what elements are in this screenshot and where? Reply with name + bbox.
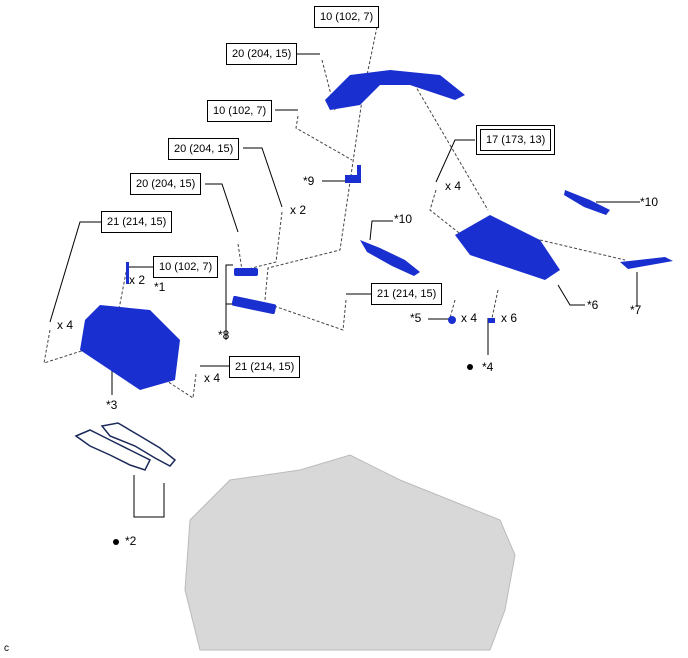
callout-10: *10 [394, 212, 413, 226]
injector-connector-right [564, 190, 610, 215]
callout-4: *4 [482, 360, 494, 374]
fuel-delivery-pipe [455, 215, 560, 280]
torque-label: 10 (102, 7) [314, 6, 380, 28]
wire-harness [325, 70, 465, 110]
fuel-hose [620, 257, 673, 269]
bracket-upper [234, 268, 258, 276]
parts [80, 70, 673, 390]
callout-7: *7 [630, 303, 642, 317]
insulator [488, 318, 495, 323]
gaskets [74, 422, 177, 471]
torque-label: 21 (214, 15) [371, 283, 443, 305]
quantity-label: x 6 [501, 311, 518, 325]
callout-5: *5 [410, 311, 422, 325]
callout-1: *1 [154, 280, 166, 294]
quantity-label: x 4 [57, 318, 74, 332]
o-ring [448, 316, 456, 324]
quantity-label: x 4 [461, 311, 478, 325]
corner-mark: c [4, 643, 9, 654]
quantity-label: x 4 [445, 179, 462, 193]
quantity-label: x 2 [290, 203, 307, 217]
callout-9: *9 [303, 174, 315, 188]
intake-manifold [80, 305, 180, 390]
torque-label: 10 (102, 7) [153, 256, 219, 278]
bullet-mark-4 [467, 364, 473, 370]
sensor-bracket [345, 165, 361, 183]
torque-label: 21 (214, 15) [229, 356, 301, 378]
callout-8: *8 [218, 328, 230, 342]
callout-6: *6 [587, 298, 599, 312]
bullet-mark-2 [113, 539, 119, 545]
injector-connector-left [360, 240, 420, 276]
quantity-label: x 2 [129, 273, 146, 287]
stud [126, 262, 129, 284]
callout-2: *2 [125, 534, 137, 548]
torque-label: 10 (102, 7) [207, 100, 273, 122]
torque-label: 20 (204, 15) [168, 138, 240, 160]
torque-label-special: 17 (173, 13) [475, 125, 556, 155]
bracket-lower [231, 295, 277, 315]
callout-10: *10 [640, 195, 659, 209]
quantity-label: x 4 [204, 371, 221, 385]
torque-label: 20 (204, 15) [130, 173, 202, 195]
torque-label: 20 (204, 15) [226, 43, 298, 65]
torque-label: 21 (214, 15) [101, 211, 173, 233]
callout-3: *3 [106, 398, 118, 412]
engine-image [184, 454, 516, 651]
